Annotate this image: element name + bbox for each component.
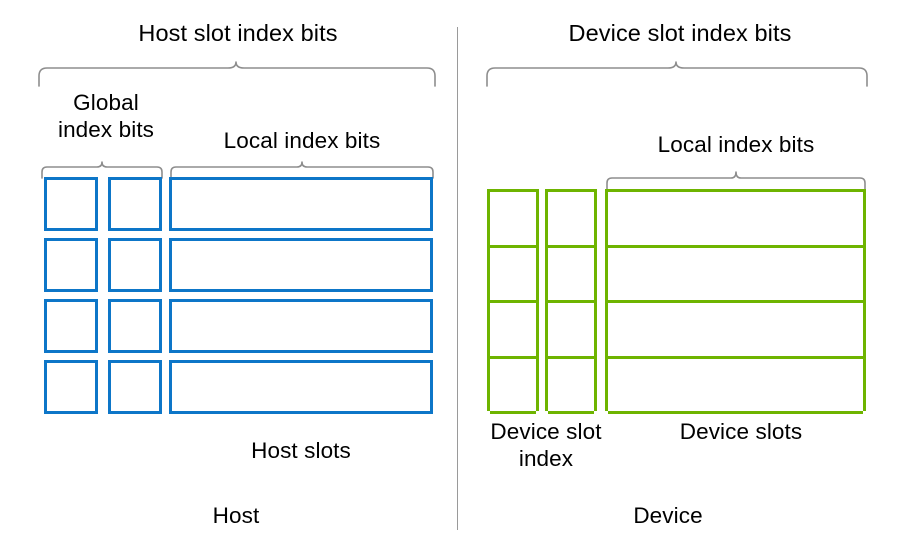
host-global-bit-cell [44,238,98,292]
device-slot-index-cell [548,248,594,303]
device-slot-row [608,248,863,303]
host-global-bit-cell [44,360,98,414]
device-slots-column [605,189,866,414]
device-slot-index-column [487,189,539,414]
device-slots-caption: Device slots [679,419,803,444]
device-local-index-bits-label: Local index bits [657,132,815,157]
device-slot-index-cell [548,359,594,414]
host-global-bit-cell [108,177,162,231]
host-slot-index-bits-label: Host slot index bits [138,20,338,46]
device-local-index-bits-brace [606,171,866,190]
device-slot-index-cell [548,303,594,359]
device-slot-index-cell [548,192,594,248]
device-slot-row [608,359,863,414]
host-global-bit-cell [108,299,162,353]
device-slot-index-cell [490,248,536,303]
host-local-index-bits-label: Local index bits [223,128,381,153]
device-slot-index-column [545,189,597,414]
host-slot-row [169,299,433,353]
device-side-label: Device [633,503,703,528]
host-slot-index-bits-brace [38,61,436,87]
host-global-index-bits-brace [41,161,163,179]
device-slot-row [608,192,863,248]
host-slot-row [169,177,433,231]
host-global-bit-cell [108,238,162,292]
center-divider [457,27,458,530]
host-global-bit-cell [108,360,162,414]
host-slots-label: Host slots [251,438,351,463]
host-local-index-bits-brace [170,161,434,179]
host-global-index-bits-label: Global index bits [57,90,155,142]
host-global-bit-cell [44,177,98,231]
device-slot-row [608,303,863,359]
device-slot-index-cell [490,192,536,248]
host-slot-row [169,360,433,414]
host-side-label: Host [212,503,260,528]
device-slot-index-cell [490,303,536,359]
device-slot-index-caption: Device slot index [490,419,602,471]
host-global-bit-cell [44,299,98,353]
device-slot-index-cell [490,359,536,414]
device-slot-index-bits-label: Device slot index bits [568,20,792,46]
device-slot-index-bits-brace [486,61,868,87]
host-slot-row [169,238,433,292]
